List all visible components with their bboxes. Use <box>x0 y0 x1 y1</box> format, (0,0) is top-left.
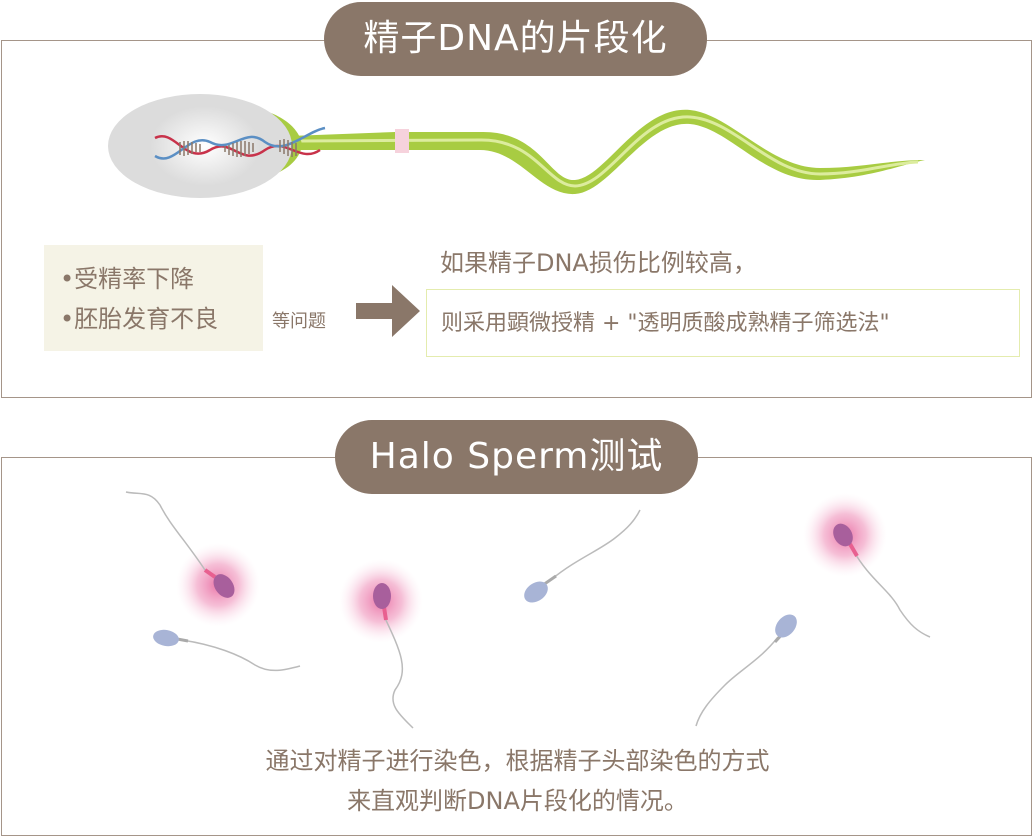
sperm-head-fragmented <box>833 523 853 547</box>
sperm-midpiece <box>848 542 859 558</box>
sperm-fragmented-2 <box>339 559 423 729</box>
sperm-tail <box>551 509 641 580</box>
sperm-fragmented-1 <box>125 491 260 627</box>
recommendation-box: 则采用顕微授精 + "透明质酸成熟精子筛选法" <box>426 289 1020 357</box>
sperm-midpiece-band <box>395 129 409 153</box>
effect-item: •胚胎发育不良 <box>60 305 219 333</box>
sperm-tail-highlight <box>299 115 919 188</box>
sperm-midpiece <box>203 568 217 579</box>
sperm-fragmented-3 <box>803 493 931 638</box>
effects-box: •受精率下降 •胚胎发育不良 <box>44 245 263 351</box>
sperm-head-fragmented <box>373 583 391 609</box>
caption-line-2: 来直观判断DNA片段化的情况。 <box>347 787 688 815</box>
section1-title-badge: 精子DNA的片段化 <box>324 2 707 76</box>
effect-item: •受精率下降 <box>60 265 195 293</box>
etc-label: 等问题 <box>272 311 326 332</box>
dna-base-pairs <box>179 139 297 157</box>
sperm-tail <box>181 639 301 672</box>
sperm-head-normal <box>524 581 548 603</box>
sperm-head-fragmented <box>213 574 235 598</box>
sperm-midpiece <box>382 606 388 621</box>
sperm-tail <box>290 109 925 195</box>
sperm-tail <box>383 615 414 729</box>
sperm-tail <box>125 491 206 571</box>
sperm-head-normal <box>153 629 179 647</box>
condition-text: 如果精子DNA损伤比例较高， <box>440 249 757 277</box>
caption-line-1: 通过对精子进行染色，根据精子头部染色的方式 <box>265 747 770 775</box>
sperm-normal-2 <box>524 509 641 603</box>
sperm-normal-1 <box>153 629 301 672</box>
dna-helix <box>154 126 326 160</box>
sperm-tail <box>695 636 779 727</box>
section2-title-badge: Halo Sperm测试 <box>335 420 698 494</box>
nucleus-glow <box>150 106 260 186</box>
sperm-normal-3 <box>695 614 797 727</box>
sperm-head-normal <box>775 614 797 638</box>
sperm-tail <box>852 549 931 638</box>
arrow-icon <box>356 285 420 337</box>
dna-strand-blue <box>154 126 326 160</box>
large-sperm-illustration <box>108 94 925 198</box>
